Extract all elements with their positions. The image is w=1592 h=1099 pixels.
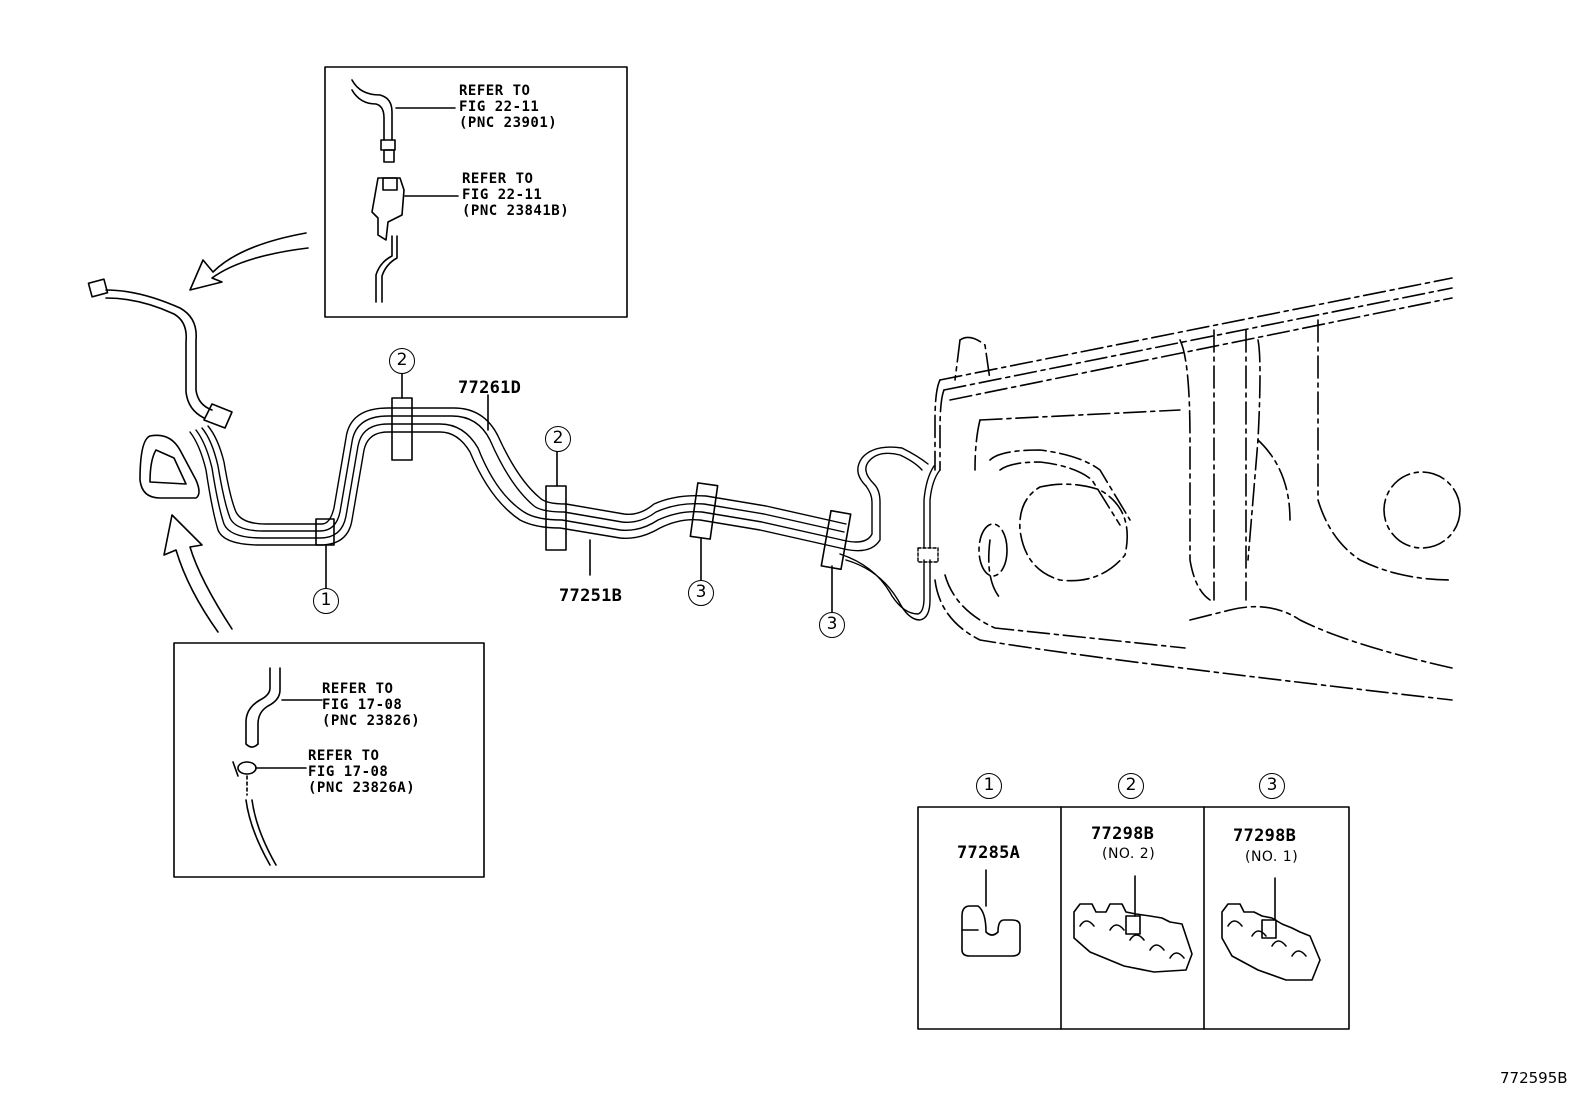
clamp-marker-2a: 2 [389,348,415,374]
pipe-bracket-inner [149,449,187,485]
ref-line-2: FIG 17-08 [308,764,389,780]
clamp-3a-shape [689,482,719,540]
ref-line-3: (PNC 23826A) [308,780,416,796]
clamp-marker-3b: 3 [819,612,845,638]
ref-line-1: REFER TO [459,83,531,99]
ref-line-3: (PNC 23826) [322,713,421,729]
clamp-drawing-77285A [961,869,1021,957]
clamp-marker-1: 1 [313,588,339,614]
ref-callout-23826: REFER TO FIG 17-08 (PNC 23826) [322,681,420,729]
legend-table-frame [917,806,1350,1030]
clamp-2b-shape [545,485,567,551]
fuel-tank-outline [934,277,1461,701]
ref-line-2: FIG 22-11 [462,187,543,203]
ref-line-1: REFER TO [322,681,394,697]
filler-hose [87,278,233,429]
legend-part-77285a: 77285A [957,843,1021,863]
legend-marker-2: 2 [1118,773,1144,799]
legend-marker-3: 3 [1259,773,1285,799]
figure-id: 772595B [1500,1069,1568,1087]
inset-clamp-drawing [371,177,459,303]
clamp-drawing-77298B-no1 [1221,877,1321,981]
inset-hose-drawing [351,79,456,163]
clamp-marker-2b: 2 [545,426,571,452]
top-inset-box [324,66,628,318]
ref-line-3: (PNC 23901) [459,115,558,131]
part-label-77261d: 77261D [458,378,522,398]
legend-part-77298b-no1: 77298B [1233,826,1297,846]
clamp-3b-shape [820,509,852,571]
ref-callout-23826a: REFER TO FIG 17-08 (PNC 23826A) [308,748,415,796]
ref-line-1: REFER TO [462,171,534,187]
legend-marker-1: 1 [976,773,1002,799]
ref-line-3: (PNC 23841B) [462,203,570,219]
clamp-drawing-77298B-no2 [1073,875,1193,973]
ref-callout-23901: REFER TO FIG 22-11 (PNC 23901) [459,83,557,131]
part-label-77251b: 77251B [559,586,623,606]
ref-line-1: REFER TO [308,748,380,764]
bottom-inset-box [173,642,485,878]
ref-callout-23841b: REFER TO FIG 22-11 (PNC 23841B) [462,171,569,219]
arrow-bottom [163,514,233,633]
ref-line-2: FIG 17-08 [322,697,403,713]
legend-part-77298b-no2: 77298B [1091,824,1155,844]
fuel-tube-main [189,407,941,621]
legend-note-no1: (NO. 1) [1245,849,1299,865]
inset-hose-drawing-2 [232,667,323,866]
ref-line-2: FIG 22-11 [459,99,540,115]
pipe-bracket [139,434,200,499]
legend-note-no2: (NO. 2) [1102,846,1156,862]
clamp-1-shape [315,518,335,546]
arrow-top [189,232,309,291]
clamp-marker-3a: 3 [688,580,714,606]
